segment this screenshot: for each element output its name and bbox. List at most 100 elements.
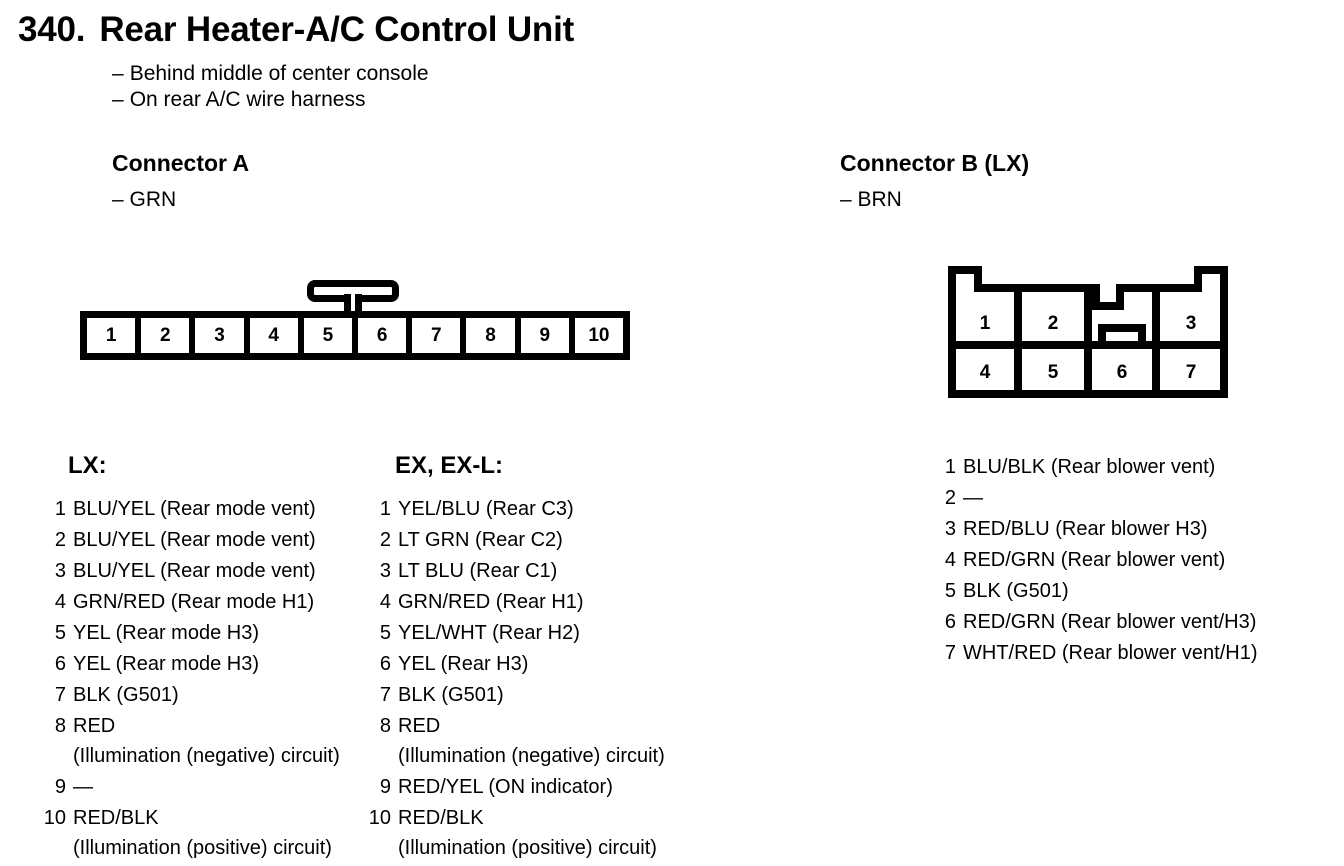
connector-a-pin-cell: 2 — [141, 318, 196, 353]
pin-row: 7 BLK (G501) — [365, 680, 705, 710]
pin-description: RED/BLU (Rear blower H3) — [963, 514, 1208, 544]
connector-b-shell-outline — [948, 266, 1228, 398]
pin-description-text: RED/BLK — [73, 807, 159, 829]
pin-number: 3 — [379, 560, 391, 582]
pin-number: 5 — [54, 622, 66, 644]
pin-row: 1 YEL/BLU (Rear C3) — [365, 494, 705, 524]
connector-a-pin-cell: 6 — [358, 318, 413, 353]
pin-description-text: — — [963, 487, 983, 509]
ex-pin-list: 1 YEL/BLU (Rear C3) 2 LT GRN (Rear C2) 3 LT… — [365, 494, 705, 864]
pin-number: 2 — [379, 529, 391, 551]
pin-description: LT GRN (Rear C2) — [398, 525, 563, 555]
connector-b-diagram: 1 2 3 4 5 6 7 — [948, 262, 1228, 402]
connector-b-pin-number: 7 — [1186, 362, 1197, 383]
pin-number: 5 — [944, 580, 956, 602]
connector-a-pin-cell: 10 — [588, 325, 610, 346]
connector-b-color-note: – BRN — [840, 188, 902, 211]
pin-number: 8 — [379, 715, 391, 737]
pin-row: 4 GRN/RED (Rear H1) — [365, 587, 705, 617]
pin-number: 6 — [944, 611, 956, 633]
pin-number: 5 — [379, 622, 391, 644]
pin-number: 1 — [379, 498, 391, 520]
pin-number: 7 — [54, 684, 66, 706]
pin-description-text: RED/YEL (ON indicator) — [398, 776, 613, 798]
lx-list-title: LX: — [68, 452, 107, 479]
pin-description: GRN/RED (Rear mode H1) — [73, 587, 314, 617]
connector-a-pin-cell: 1 — [87, 318, 142, 353]
pin-row: 3 RED/BLU (Rear blower H3) — [930, 514, 1330, 544]
pin-row: 9— — [40, 772, 380, 802]
pin-number: 4 — [379, 591, 391, 613]
pin-description-text: RED/GRN (Rear blower vent/H3) — [963, 611, 1257, 633]
pin-number: 7 — [379, 684, 391, 706]
pin-description-text: RED/GRN (Rear blower vent) — [963, 549, 1226, 571]
pin-description: BLU/YEL (Rear mode vent) — [73, 494, 316, 524]
pin-number: 8 — [54, 715, 66, 737]
pin-description-text: YEL/BLU (Rear C3) — [398, 498, 574, 520]
connector-b-svg: 1 2 3 4 5 6 7 — [948, 266, 1228, 398]
pin-number: 1 — [54, 498, 66, 520]
pin-number: 7 — [944, 642, 956, 664]
pin-description: BLK (G501) — [963, 576, 1069, 606]
pin-description: BLU/BLK (Rear blower vent) — [963, 452, 1215, 482]
connector-b-key-tab — [1098, 324, 1146, 345]
pin-number: 10 — [368, 807, 391, 829]
pin-description: YEL (Rear mode H3) — [73, 618, 259, 648]
pin-number: 2 — [54, 529, 66, 551]
pin-description-text: RED/BLK — [398, 807, 484, 829]
pin-description: — — [73, 772, 93, 802]
connector-a-pin-cell: 4 — [250, 318, 304, 353]
pin-description-continuation: (Illumination (negative) circuit) — [398, 745, 665, 767]
pin-number: 2 — [944, 487, 956, 509]
pin-row: 3 LT BLU (Rear C1) — [365, 556, 705, 586]
connector-b-pin-number: 1 — [980, 313, 991, 334]
location-notes: –Behind middle of center console –On rea… — [112, 61, 429, 113]
pin-description-text: BLK (G501) — [963, 580, 1069, 602]
connector-b-pin-number: 5 — [1048, 362, 1059, 383]
connector-a-color-note: – GRN — [112, 188, 177, 211]
connector-a-latch-tab — [307, 280, 399, 319]
pin-description-text: YEL (Rear mode H3) — [73, 622, 259, 644]
pin-row: 5 YEL/WHT (Rear H2) — [365, 618, 705, 648]
pin-description: BLU/YEL (Rear mode vent) — [73, 525, 316, 555]
pin-description-text: RED/BLU (Rear blower H3) — [963, 518, 1208, 540]
pin-description: YEL/WHT (Rear H2) — [398, 618, 580, 648]
pin-description-text: — — [73, 776, 93, 798]
connector-a-pin-cell: 5 — [304, 318, 359, 353]
pin-description: GRN/RED (Rear H1) — [398, 587, 584, 617]
location-note-1-text: Behind middle of center console — [129, 62, 429, 85]
pin-description-text: GRN/RED (Rear H1) — [398, 591, 584, 613]
pin-description: BLK (G501) — [398, 680, 504, 710]
page-number: 340. — [18, 10, 86, 49]
pin-description: LT BLU (Rear C1) — [398, 556, 557, 586]
pin-number: 10 — [43, 807, 66, 829]
pin-row: 6 RED/GRN (Rear blower vent/H3) — [930, 607, 1330, 637]
pin-description: RED/YEL (ON indicator) — [398, 772, 613, 802]
location-note-1: –Behind middle of center console — [112, 61, 429, 87]
page-title: 340.Rear Heater-A/C Control Unit — [18, 10, 574, 50]
pin-number: 9 — [379, 776, 391, 798]
pin-description-text: BLU/YEL (Rear mode vent) — [73, 560, 316, 582]
pin-description-text: BLU/YEL (Rear mode vent) — [73, 498, 316, 520]
pin-description-text: RED — [398, 715, 441, 737]
connector-a-diagram: 1 2 3 4 5 6 7 8 9 10 — [74, 272, 640, 372]
pin-description-continuation: (Illumination (negative) circuit) — [73, 745, 340, 767]
pin-description-text: YEL (Rear H3) — [398, 653, 529, 675]
pin-row: 5 BLK (G501) — [930, 576, 1330, 606]
connector-b-heading: Connector B (LX) — [840, 150, 1030, 176]
pin-number: 3 — [944, 518, 956, 540]
pin-row: 8 RED(Illumination (negative) circuit) — [40, 711, 380, 771]
pin-row: 8 RED (Illumination (negative) circuit) — [365, 711, 705, 771]
pin-description: YEL/BLU (Rear C3) — [398, 494, 574, 524]
pin-description-text: BLK (G501) — [398, 684, 504, 706]
pin-description: — — [963, 483, 983, 513]
pin-description: RED(Illumination (negative) circuit) — [73, 711, 340, 771]
pin-description-text: YEL (Rear mode H3) — [73, 653, 259, 675]
